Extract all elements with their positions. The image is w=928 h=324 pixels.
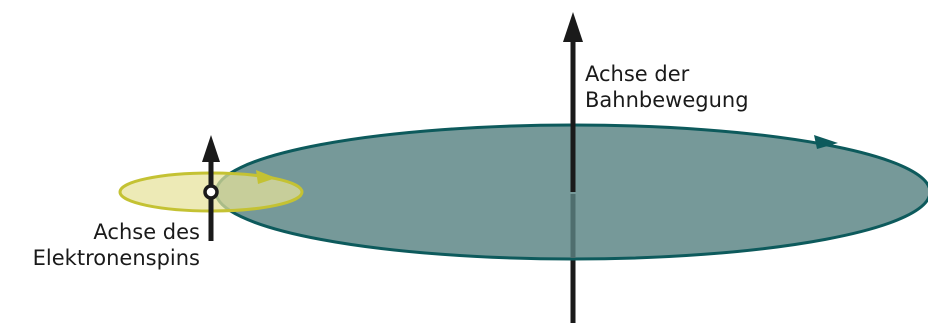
orbit-axis-label: Achse der Bahnbewegung (585, 61, 749, 113)
spin-axis-label-line2: Elektronenspins (0, 245, 200, 271)
spin-axis-arrowhead (202, 135, 220, 162)
orbit-axis-label-line2: Bahnbewegung (585, 87, 749, 113)
orbit-axis-arrowhead (563, 12, 583, 42)
electron-dot (205, 186, 217, 198)
spin-axis-label: Achse des Elektronenspins (0, 219, 200, 271)
orbit-axis-label-line1: Achse der (585, 61, 749, 87)
spin-axis-label-line1: Achse des (0, 219, 200, 245)
